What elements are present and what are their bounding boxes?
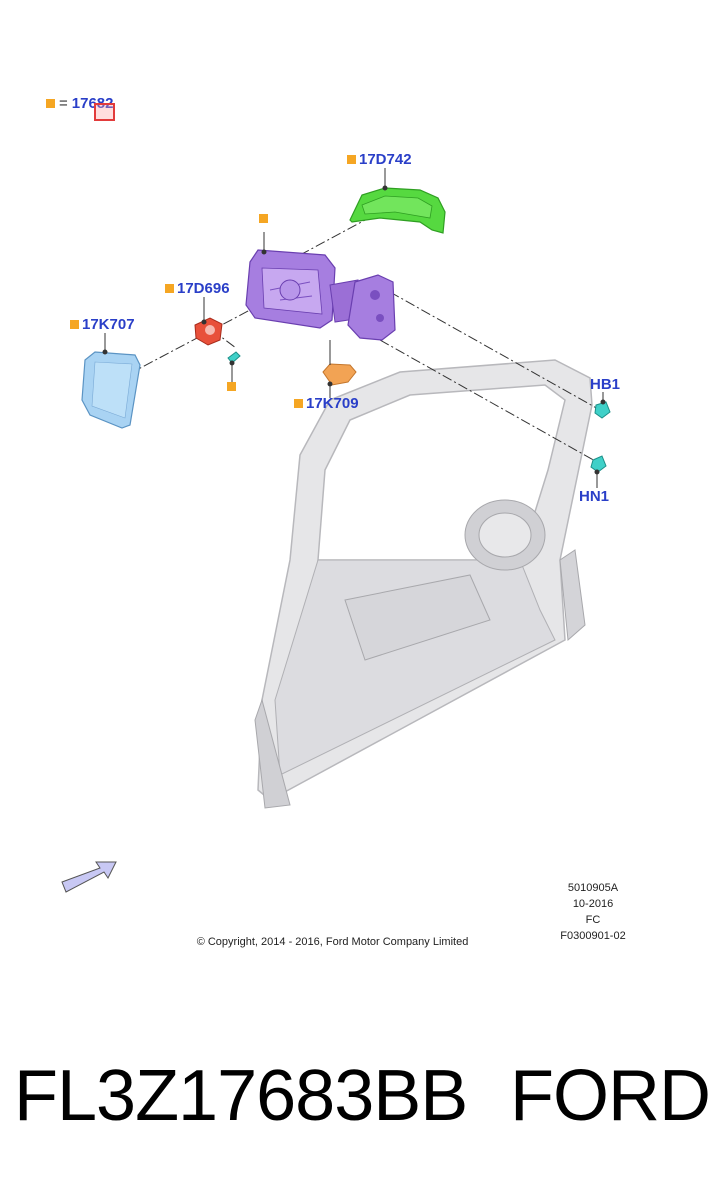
- exploded-diagram: = 17682 17D742 17D696 17K707 17K709 HB1 …: [46, 95, 646, 948]
- legend: = 17682: [46, 95, 113, 112]
- diagram-meta: 5010905A 10-2016 FC F0300901-02: [540, 880, 646, 944]
- callout-17k709[interactable]: 17K709: [294, 395, 359, 412]
- callout-marker: [227, 382, 236, 391]
- meta-line-1: 5010905A: [567, 882, 619, 894]
- callout-label: HN1: [579, 488, 610, 505]
- callout-hn1[interactable]: HN1: [579, 488, 609, 505]
- diagram-canvas: [61, 168, 611, 893]
- screw-part[interactable]: [227, 351, 241, 382]
- mirror-cover-part[interactable]: [349, 187, 446, 234]
- callout-17k707[interactable]: 17K707: [70, 316, 135, 333]
- callout-label: 17D742: [359, 151, 412, 168]
- mirror-glass-part[interactable]: [81, 351, 141, 429]
- brand-name: FORD: [510, 1056, 708, 1136]
- meta-line-3: FC: [585, 914, 601, 926]
- lower-cover-part[interactable]: [322, 340, 357, 398]
- callout-label: 17K709: [306, 395, 359, 412]
- legend-marker: [46, 99, 55, 108]
- callout-housing-marker[interactable]: [259, 214, 268, 223]
- callout-marker: [347, 155, 356, 164]
- callout-label: 17K707: [82, 316, 135, 333]
- callout-17d696[interactable]: 17D696: [165, 280, 230, 297]
- bolt-hb1-part[interactable]: [594, 392, 611, 419]
- legend-equals: =: [59, 95, 68, 112]
- highlight-box: [94, 103, 115, 121]
- door-panel: [254, 359, 593, 809]
- legend-part-ref[interactable]: 17682: [71, 95, 114, 112]
- callout-label: HB1: [590, 376, 621, 393]
- callout-marker: [259, 214, 268, 223]
- lamp-part[interactable]: [194, 317, 223, 346]
- callout-screw-marker[interactable]: [227, 382, 236, 391]
- callout-leaders: [102, 168, 606, 475]
- part-number: FL3Z17683BB: [14, 1056, 468, 1136]
- orientation-arrow-icon: [61, 861, 117, 893]
- callout-marker: [294, 399, 303, 408]
- callout-17d742[interactable]: 17D742: [347, 151, 412, 168]
- copyright-notice: © Copyright, 2014 - 2016, Ford Motor Com…: [196, 936, 469, 948]
- meta-line-2: 10-2016: [572, 898, 614, 910]
- mirror-housing-part[interactable]: [245, 249, 396, 341]
- nut-hn1-part[interactable]: [590, 455, 607, 488]
- callout-hb1[interactable]: HB1: [590, 376, 620, 393]
- callout-marker: [165, 284, 174, 293]
- callout-marker: [70, 320, 79, 329]
- footer: [0, 1000, 708, 1200]
- meta-line-4: F0300901-02: [560, 930, 626, 942]
- callout-label: 17D696: [177, 280, 230, 297]
